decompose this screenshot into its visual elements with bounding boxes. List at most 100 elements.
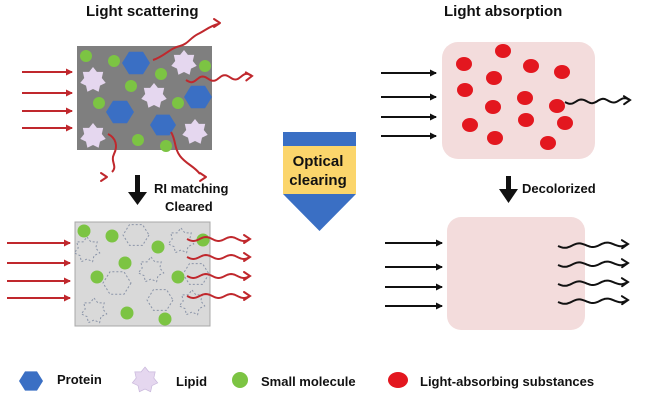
small-molecule-circle bbox=[90, 270, 104, 284]
decolorized-sample-box bbox=[447, 217, 585, 330]
small-molecule-circle bbox=[120, 306, 134, 320]
incident-light-cleared-3-head bbox=[64, 277, 71, 285]
light-absorbing-particle bbox=[540, 136, 556, 150]
incident-light-absorb-2-head bbox=[430, 93, 437, 101]
light-absorbing-particle bbox=[457, 83, 473, 97]
legend-label-protein: Protein bbox=[57, 372, 102, 387]
transmitted-light-decolorized-3-head bbox=[620, 277, 630, 288]
lipid-star bbox=[141, 83, 167, 108]
incident-light-arrow-2-head bbox=[66, 89, 73, 97]
down-arrow-decolorized-shaft bbox=[506, 176, 511, 190]
optical-clearing-banner-arrow bbox=[283, 194, 356, 231]
lipid-star bbox=[80, 123, 106, 148]
small-molecule-circle bbox=[80, 50, 92, 62]
legend-label-small-molecule: Small molecule bbox=[261, 374, 356, 389]
cleared-lipid-outline bbox=[167, 227, 195, 254]
cleared-lipid-outline bbox=[73, 236, 101, 263]
cleared-protein-outline bbox=[146, 289, 174, 311]
incident-light-decolorized-3-head bbox=[436, 283, 443, 291]
optical-clearing-label: Optical clearing bbox=[283, 152, 353, 190]
small-molecule-circle bbox=[172, 97, 184, 109]
title-light-absorption: Light absorption bbox=[444, 3, 563, 20]
small-molecule-circle bbox=[160, 140, 172, 152]
label-ri-matching: RI matching bbox=[154, 181, 229, 196]
transmitted-light-decolorized-2 bbox=[557, 260, 629, 268]
label-cleared: Cleared bbox=[165, 199, 213, 214]
incident-light-decolorized-1-head bbox=[436, 239, 443, 247]
transmitted-light-cleared-2-head bbox=[243, 252, 252, 262]
transmitted-light-cleared-2 bbox=[186, 253, 251, 261]
protein-hexagon bbox=[106, 100, 134, 124]
protein-hexagon bbox=[122, 51, 150, 75]
incident-light-cleared-2-head bbox=[64, 259, 71, 267]
light-absorbing-particle bbox=[517, 91, 533, 105]
transmitted-light-decolorized-1-head bbox=[620, 239, 630, 250]
small-molecule-circle bbox=[151, 240, 165, 254]
light-absorbing-particle bbox=[485, 100, 501, 114]
scattered-light-3 bbox=[107, 133, 117, 173]
transmitted-light-cleared-1 bbox=[186, 235, 251, 243]
scattered-light-3-head bbox=[100, 172, 108, 182]
small-molecule-circle bbox=[93, 97, 105, 109]
small-molecule-circle bbox=[77, 224, 91, 238]
legend-label-lipid: Lipid bbox=[176, 374, 208, 389]
small-molecule-circle bbox=[199, 60, 211, 72]
small-molecule-circle bbox=[108, 55, 120, 67]
label-decolorized: Decolorized bbox=[522, 181, 596, 196]
down-arrow-ri-matching-head bbox=[128, 192, 147, 205]
title-light-scattering: Light scattering bbox=[86, 3, 199, 20]
transmitted-light-decolorized-3 bbox=[557, 279, 629, 287]
incident-light-absorb-3-head bbox=[430, 113, 437, 121]
light-absorbing-particle bbox=[549, 99, 565, 113]
cleared-protein-outline bbox=[102, 271, 132, 295]
incident-light-absorb-4-head bbox=[430, 132, 437, 140]
incident-light-decolorized-4-head bbox=[436, 302, 443, 310]
optical-clearing-line1: Optical bbox=[292, 153, 344, 170]
legend-light-absorbing-ellipse-icon bbox=[388, 372, 408, 388]
scattered-light-2 bbox=[185, 72, 253, 84]
legend-label-light-absorbing: Light-absorbing substances bbox=[420, 374, 595, 389]
protein-hexagon bbox=[184, 85, 212, 109]
transmitted-light-cleared-3 bbox=[186, 272, 251, 280]
optical-clearing-banner-top bbox=[283, 132, 356, 146]
transmitted-light-absorb-head bbox=[622, 95, 632, 106]
transmitted-light-cleared-1-head bbox=[243, 234, 252, 244]
protein-hexagon bbox=[150, 114, 176, 136]
small-molecule-circle bbox=[125, 80, 137, 92]
incident-light-cleared-4-head bbox=[64, 294, 71, 302]
transmitted-light-decolorized-4-head bbox=[620, 295, 630, 306]
scattered-light-4-head bbox=[199, 172, 207, 182]
small-molecule-circle bbox=[105, 229, 119, 243]
small-molecule-circle bbox=[132, 134, 144, 146]
transmitted-light-decolorized-1 bbox=[557, 241, 629, 249]
light-absorbing-particle bbox=[495, 44, 511, 58]
incident-light-arrow-4-head bbox=[66, 124, 73, 132]
light-absorbing-particle bbox=[486, 71, 502, 85]
light-absorbing-particle bbox=[456, 57, 472, 71]
scattered-light-1 bbox=[152, 23, 219, 61]
light-absorbing-particle bbox=[557, 116, 573, 130]
down-arrow-ri-matching-shaft bbox=[135, 175, 140, 193]
transmitted-light-decolorized-4 bbox=[557, 297, 629, 305]
legend-small-molecule-circle-icon bbox=[232, 372, 248, 388]
lipid-star bbox=[182, 119, 208, 144]
optical-clearing-line2: clearing bbox=[289, 172, 347, 189]
legend-lipid-star-icon bbox=[131, 366, 159, 393]
small-molecule-circle bbox=[155, 68, 167, 80]
incident-light-arrow-1-head bbox=[66, 68, 73, 76]
transmitted-light-cleared-3-head bbox=[243, 271, 252, 281]
incident-light-cleared-1-head bbox=[64, 239, 71, 247]
optical-clearing-banner-body bbox=[283, 146, 356, 194]
scattered-light-1-head bbox=[213, 18, 221, 28]
transmitted-light-cleared-4 bbox=[186, 292, 251, 300]
small-molecule-circle bbox=[171, 270, 185, 284]
cleared-lipid-outline bbox=[178, 289, 206, 316]
incident-light-decolorized-2-head bbox=[436, 263, 443, 271]
scattered-light-4 bbox=[170, 131, 201, 175]
light-absorbing-particle bbox=[487, 131, 503, 145]
small-molecule-circle bbox=[118, 256, 132, 270]
down-arrow-decolorized-head bbox=[499, 189, 518, 203]
light-absorbing-particle bbox=[462, 118, 478, 132]
